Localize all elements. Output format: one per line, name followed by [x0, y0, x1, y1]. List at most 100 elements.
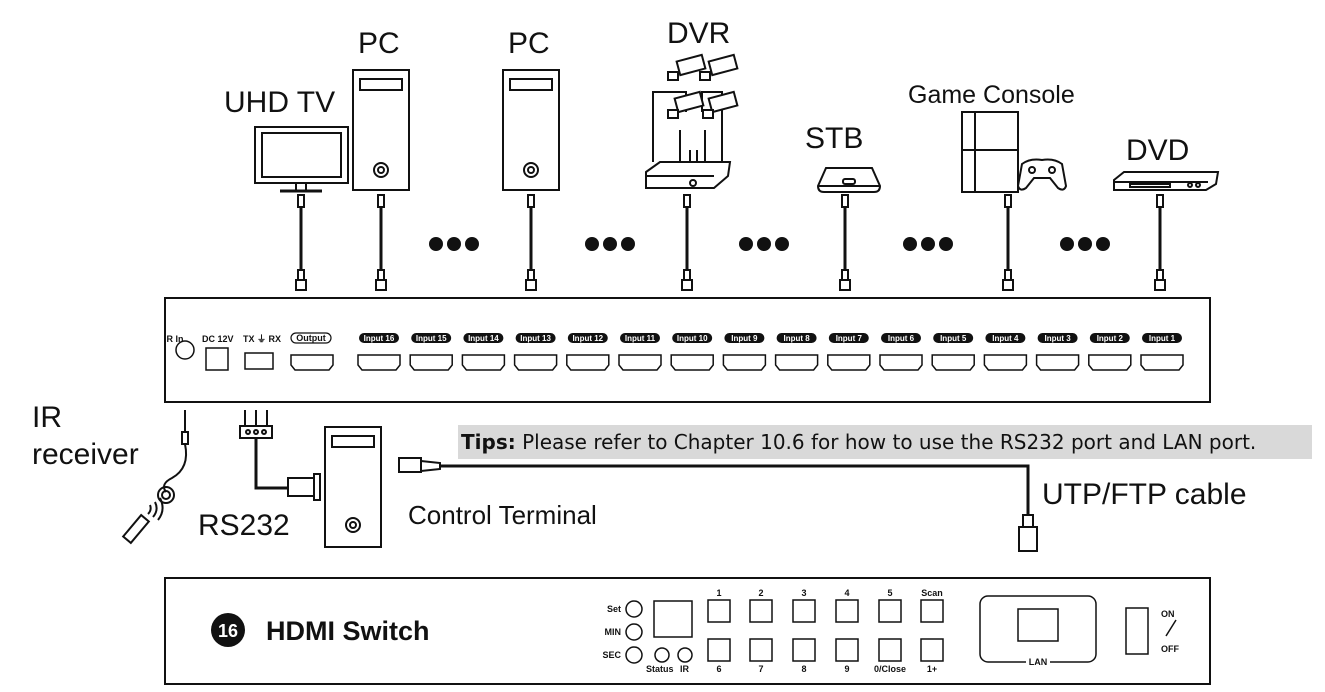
input-tag — [411, 333, 452, 343]
hdmi-input-port — [879, 354, 923, 371]
front-button-min[interactable] — [625, 623, 643, 641]
lan-label: LAN — [1029, 657, 1048, 667]
input-label: Input 5 — [940, 334, 967, 343]
input-tag — [776, 333, 817, 343]
input-tag — [933, 333, 974, 343]
pc-tower-icon — [502, 69, 560, 191]
input-label: Input 3 — [1044, 334, 1071, 343]
hdmi-input-port — [1035, 354, 1080, 371]
hdmi-cable — [1154, 194, 1166, 291]
key-button[interactable] — [835, 599, 859, 623]
input-port: Input 3 — [1035, 333, 1080, 371]
ir-receiver-icon — [121, 410, 189, 545]
key-button[interactable] — [920, 638, 944, 662]
input-tag — [463, 333, 504, 343]
input-port: Input 15 — [409, 333, 453, 371]
input-label: Input 16 — [364, 334, 395, 343]
label-dvr: DVR — [667, 17, 730, 50]
pc-tower-icon — [352, 69, 410, 191]
key-button[interactable] — [878, 638, 902, 662]
input-tag — [828, 333, 869, 343]
key-button[interactable] — [792, 638, 816, 662]
input-label: Input 15 — [416, 334, 447, 343]
label-pc-2: PC — [508, 27, 550, 60]
key-label: 6 — [716, 664, 721, 674]
input-port: Input 13 — [513, 333, 558, 371]
hdmi-input-port — [566, 354, 610, 371]
label-uhd-tv: UHD TV — [224, 86, 335, 119]
dvr-icon — [645, 91, 732, 189]
hdmi-cables — [295, 194, 1166, 291]
set-top-box-icon — [816, 167, 882, 193]
hdmi-cable — [375, 194, 387, 291]
input-tag — [515, 333, 556, 343]
key-button[interactable] — [749, 599, 773, 623]
ir-receiver-label-line1: IR — [32, 401, 62, 434]
hdmi-cable — [681, 194, 693, 291]
input-tag — [620, 333, 660, 343]
key-label: Scan — [921, 588, 943, 598]
key-button[interactable] — [878, 599, 902, 623]
rs232-label: RS232 — [198, 509, 290, 542]
input-label: Input 13 — [520, 334, 551, 343]
key-label: 7 — [758, 664, 763, 674]
hdmi-input-port — [461, 354, 506, 371]
off-label: OFF — [1161, 644, 1179, 654]
key-button[interactable] — [707, 599, 731, 623]
input-tag — [985, 333, 1026, 343]
key-button[interactable] — [749, 638, 773, 662]
hdmi-input-port — [774, 354, 819, 371]
input-port: Input 6 — [879, 333, 923, 371]
input-tag — [567, 333, 608, 343]
ir-receiver-label-line2: receiver — [32, 438, 139, 471]
key-label: 1 — [716, 588, 721, 598]
status-led — [654, 647, 670, 663]
hdmi-input-port — [409, 354, 453, 371]
key-button[interactable] — [707, 638, 731, 662]
front-button-sec[interactable] — [625, 646, 643, 664]
ir-sensor — [677, 647, 693, 663]
sixteen-badge-icon: 16 — [211, 613, 245, 647]
input-port: Input 4 — [983, 333, 1028, 371]
hdmi-cable — [525, 194, 537, 291]
label-game-console: Game Console — [908, 81, 1075, 109]
lan-port — [1017, 608, 1059, 642]
front-button-label: MIN — [605, 627, 622, 637]
input-port: Input 2 — [1088, 333, 1132, 371]
key-label: 3 — [801, 588, 806, 598]
power-switch-indicator — [1165, 619, 1177, 637]
ir-in-label: IR In — [164, 334, 184, 344]
label-dvd: DVD — [1126, 134, 1189, 167]
hdmi-input-port — [1140, 354, 1184, 371]
input-label: Input 7 — [836, 334, 863, 343]
key-button[interactable] — [835, 638, 859, 662]
label-pc-1: PC — [358, 27, 400, 60]
input-port: Input 14 — [461, 333, 506, 371]
key-button[interactable] — [792, 599, 816, 623]
input-port: Input 5 — [931, 333, 975, 371]
input-label: Input 2 — [1097, 334, 1124, 343]
tips-text: Please refer to Chapter 10.6 for how to … — [515, 430, 1257, 454]
key-label: 4 — [844, 588, 849, 598]
input-port: Input 11 — [618, 333, 662, 371]
key-label: 9 — [844, 664, 849, 674]
key-label: 0/Close — [874, 664, 906, 674]
power-switch — [1125, 607, 1149, 655]
input-tag — [881, 333, 921, 343]
key-label: 8 — [801, 664, 806, 674]
utp-cable-label: UTP/FTP cable — [1042, 478, 1247, 511]
key-label: 2 — [758, 588, 763, 598]
hdmi-cable — [1002, 194, 1014, 291]
input-label: Input 14 — [468, 334, 499, 343]
input-port: Input 16 — [357, 333, 401, 371]
status-label: Status — [646, 664, 674, 674]
input-tag — [1089, 333, 1130, 343]
front-button-set[interactable] — [625, 600, 643, 618]
key-button[interactable] — [920, 599, 944, 623]
input-port: Input 10 — [670, 333, 714, 371]
security-camera-icon — [667, 53, 739, 119]
